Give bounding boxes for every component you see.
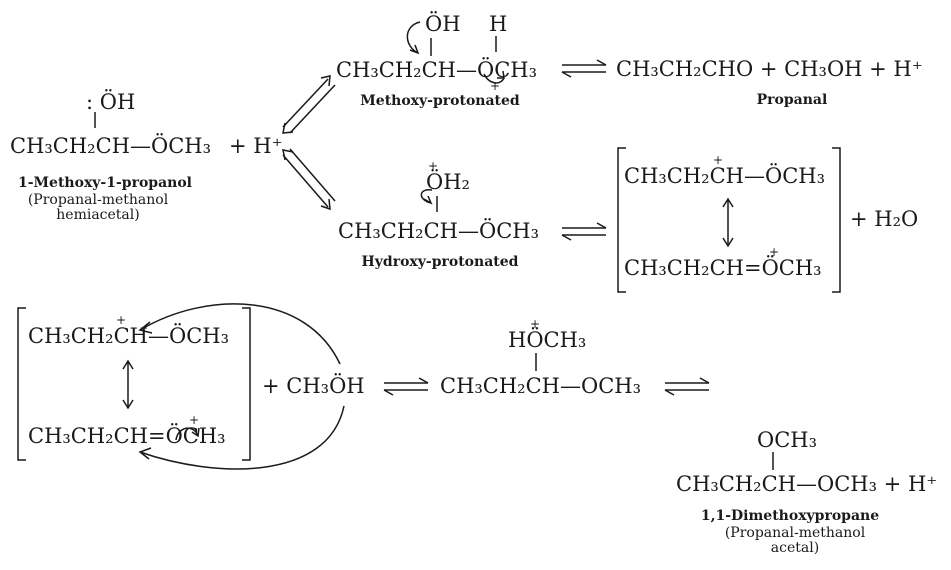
product-note-line2: acetal) <box>770 540 820 556</box>
cation-lower-form1-charge: + <box>116 313 127 327</box>
product-note-line1: (Propanal-methanol <box>724 525 866 541</box>
equilibrium-arrow-upper <box>282 75 336 134</box>
cation-upper-form1: CH₃CH₂CH—ÖCH₃ <box>624 164 825 188</box>
hydroxy-protonated-water: ÖH₂ <box>426 170 470 194</box>
curved-arrow-methanol-attack-lower <box>139 405 345 470</box>
bracket-cation-lower <box>17 307 251 461</box>
reactant-plus-proton: + H⁺ <box>229 134 283 158</box>
product-name: 1,1-Dimethoxypropane <box>700 508 880 524</box>
bracket-cation-upper <box>617 147 841 293</box>
equilibrium-arrow-to-product <box>664 377 710 396</box>
reactant-hydroxyl: : ÖH <box>86 90 136 114</box>
resonance-arrow-lower <box>122 359 134 410</box>
methoxy-protonated-formula: CH₃CH₂CH—ÖCH₃ <box>336 58 537 82</box>
methoxy-protonated-label: Methoxy-protonated <box>360 93 520 109</box>
methoxy-protonated-h: H <box>489 12 508 36</box>
cation-upper-form2: CH₃CH₂CH=ÖCH₃ <box>624 256 822 280</box>
intermediate-charge: + <box>530 317 541 331</box>
products-top-label: Propanal <box>756 92 828 108</box>
equilibrium-arrow-to-cation <box>561 222 607 241</box>
plus-methanol: + CH₃ÖH <box>262 374 365 398</box>
intermediate-top-group: HÖCH₃ <box>508 328 587 352</box>
resonance-arrow-upper <box>722 197 734 248</box>
equilibrium-arrow-to-propanal <box>561 59 607 78</box>
methoxy-protonated-hydroxyl: ÖH <box>425 12 461 36</box>
plus-water: + H₂O <box>850 207 919 231</box>
equilibrium-arrow-to-intermediate <box>383 377 429 396</box>
curved-arrow-pi-bond <box>175 427 199 441</box>
cation-upper-form1-charge: + <box>713 153 724 167</box>
curved-arrow-oh-to-bond <box>406 21 421 54</box>
cation-lower-form2-charge: + <box>189 413 200 427</box>
hydroxy-protonated-label: Hydroxy-protonated <box>361 254 519 270</box>
hydroxy-protonated-charge: + <box>428 159 439 173</box>
intermediate-formula: CH₃CH₂CH—OCH₃ <box>440 374 641 398</box>
equilibrium-arrow-lower <box>282 148 336 211</box>
methoxy-protonated-charge: + <box>490 79 501 93</box>
reactant-note-line1: (Propanal-methanol <box>27 192 169 208</box>
reactant-note-line2: hemiacetal) <box>56 207 140 223</box>
reactant-formula: CH₃CH₂CH—ÖCH₃ <box>10 134 211 158</box>
curved-arrow-och3-leaving <box>483 73 505 84</box>
reactant-name: 1-Methoxy-1-propanol <box>18 175 192 191</box>
cation-lower-form2: CH₃CH₂CH=ÖCH₃ <box>28 424 226 448</box>
hydroxy-protonated-formula: CH₃CH₂CH—ÖCH₃ <box>338 219 539 243</box>
products-top-formula: CH₃CH₂CHO + CH₃OH + H⁺ <box>616 57 923 81</box>
curved-arrow-methanol-attack <box>139 303 341 365</box>
product-top-group: OCH₃ <box>757 428 818 452</box>
product-formula: CH₃CH₂CH—OCH₃ + H⁺ <box>676 472 938 496</box>
cation-upper-form2-charge: + <box>769 245 780 259</box>
cation-lower-form1: CH₃CH₂CH—ÖCH₃ <box>28 324 229 348</box>
